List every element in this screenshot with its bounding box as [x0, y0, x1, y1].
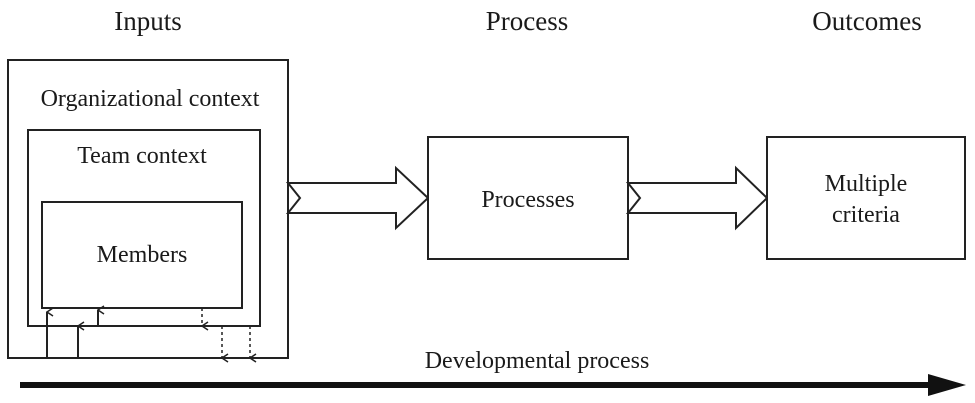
members-label: Members [97, 242, 188, 268]
heading-process: Process [486, 6, 569, 36]
block-arrow-inputs-to-process [285, 165, 430, 231]
multiple-criteria-label-line2: criteria [832, 202, 900, 228]
heading-outcomes: Outcomes [812, 6, 921, 36]
organizational-context-label: Organizational context [41, 86, 260, 112]
members-box [41, 201, 243, 309]
processes-box [427, 136, 629, 260]
team-context-label: Team context [77, 143, 207, 169]
multiple-criteria-label-line1: Multiple [825, 171, 908, 197]
multiple-criteria-box [766, 136, 966, 260]
developmental-process-label: Developmental process [425, 348, 650, 374]
downward-feedback-arrows [202, 308, 250, 358]
developmental-process-arrow [20, 374, 966, 396]
block-arrow-process-to-outcomes [625, 165, 769, 231]
heading-inputs: Inputs [114, 6, 182, 36]
upward-influence-arrows [46, 310, 98, 358]
processes-label: Processes [481, 187, 574, 213]
